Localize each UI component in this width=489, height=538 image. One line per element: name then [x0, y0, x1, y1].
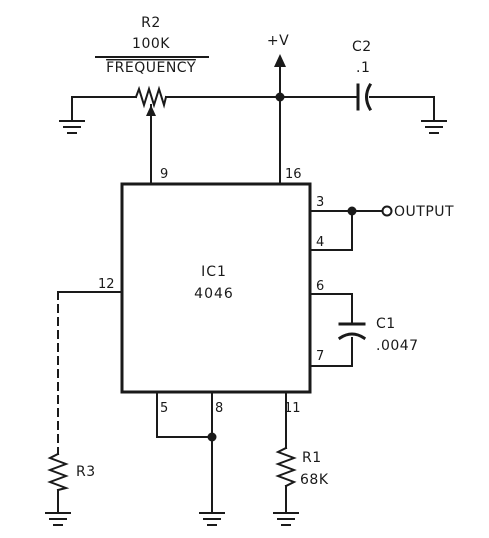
ground-top-left-icon	[59, 120, 85, 134]
r1-ref-label: R1	[302, 450, 322, 466]
r2-ref-label: R2	[141, 15, 161, 31]
r3-ref-label: R3	[76, 464, 96, 480]
r2-value-label: 100K	[132, 36, 170, 52]
pin-16-label: 16	[285, 167, 302, 182]
c2-value-label: .1	[356, 60, 370, 76]
pin-7-label: 7	[316, 349, 324, 364]
r2-potentiometer-icon	[134, 85, 168, 185]
top-rail	[71, 96, 435, 121]
r2-name-label: FREQUENCY	[106, 60, 196, 76]
ic-ref-label: IC1	[201, 264, 227, 280]
ground-bottom-center-icon	[199, 512, 225, 526]
pin-9-label: 9	[160, 167, 168, 182]
r3-resistor-icon	[47, 452, 70, 492]
pin-3-label: 3	[316, 195, 324, 210]
supply-label: +V	[267, 33, 289, 49]
output-terminal-icon	[381, 205, 393, 217]
c2-capacitor-icon	[356, 82, 373, 112]
ground-r3-icon	[45, 512, 71, 526]
ic-part-label: 4046	[194, 286, 234, 302]
ground-top-right-icon	[421, 120, 447, 134]
junction-bottom-icon	[207, 432, 217, 442]
pin-11-label: 11	[284, 401, 301, 416]
ground-r1-icon	[273, 512, 299, 526]
c1-capacitor-icon	[337, 322, 367, 341]
r1-value-label: 68K	[300, 472, 329, 488]
r2-wiper-arrow-icon	[146, 105, 156, 116]
c1-value-label: .0047	[376, 338, 419, 354]
output-label: OUTPUT	[394, 204, 454, 220]
r1-resistor-icon	[275, 446, 297, 488]
r3-wiring	[57, 291, 123, 513]
pin-8-label: 8	[215, 401, 223, 416]
supply-arrow-icon	[274, 54, 286, 98]
output-wiring	[309, 210, 383, 251]
pin-6-label: 6	[316, 279, 324, 294]
pin-5-8-wiring	[156, 391, 213, 513]
c1-wiring	[309, 293, 353, 367]
ic-body	[120, 182, 312, 394]
junction-output-icon	[347, 206, 357, 216]
pin-4-label: 4	[316, 235, 324, 250]
pin-12-label: 12	[98, 277, 115, 292]
pin-5-label: 5	[160, 401, 168, 416]
c1-ref-label: C1	[376, 316, 396, 332]
c2-ref-label: C2	[352, 39, 372, 55]
